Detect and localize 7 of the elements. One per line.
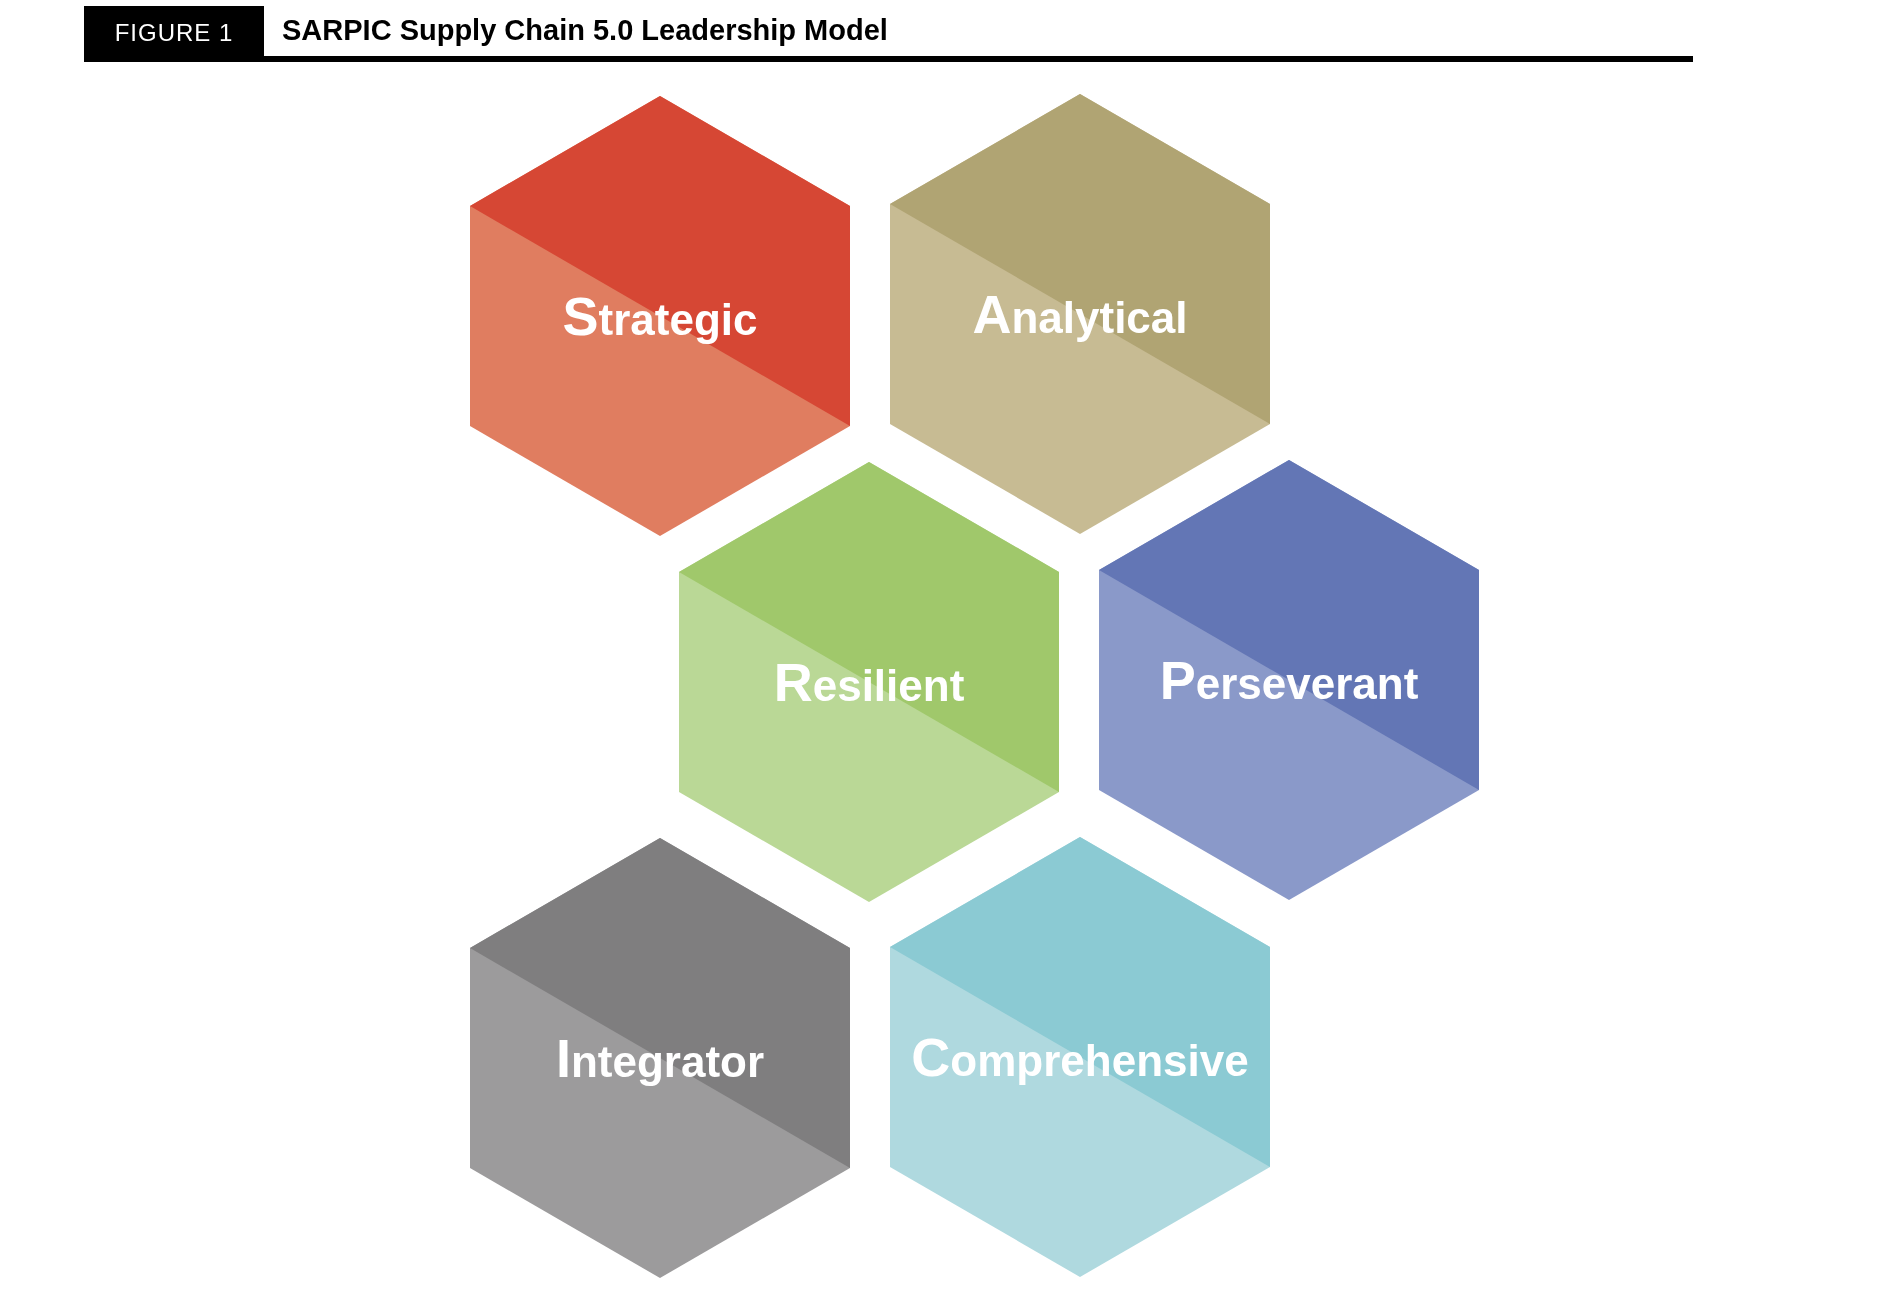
hexagon-label: Strategic xyxy=(561,285,759,347)
hexagon-label: Perseverant xyxy=(1158,649,1420,711)
hexagon-label: Integrator xyxy=(554,1027,766,1089)
hexagon-label: Resilient xyxy=(772,651,966,713)
figure-title: SARPIC Supply Chain 5.0 Leadership Model xyxy=(282,14,888,47)
hexagon-label: Analytical xyxy=(971,283,1189,345)
hexagon-label: Comprehensive xyxy=(910,1026,1250,1088)
